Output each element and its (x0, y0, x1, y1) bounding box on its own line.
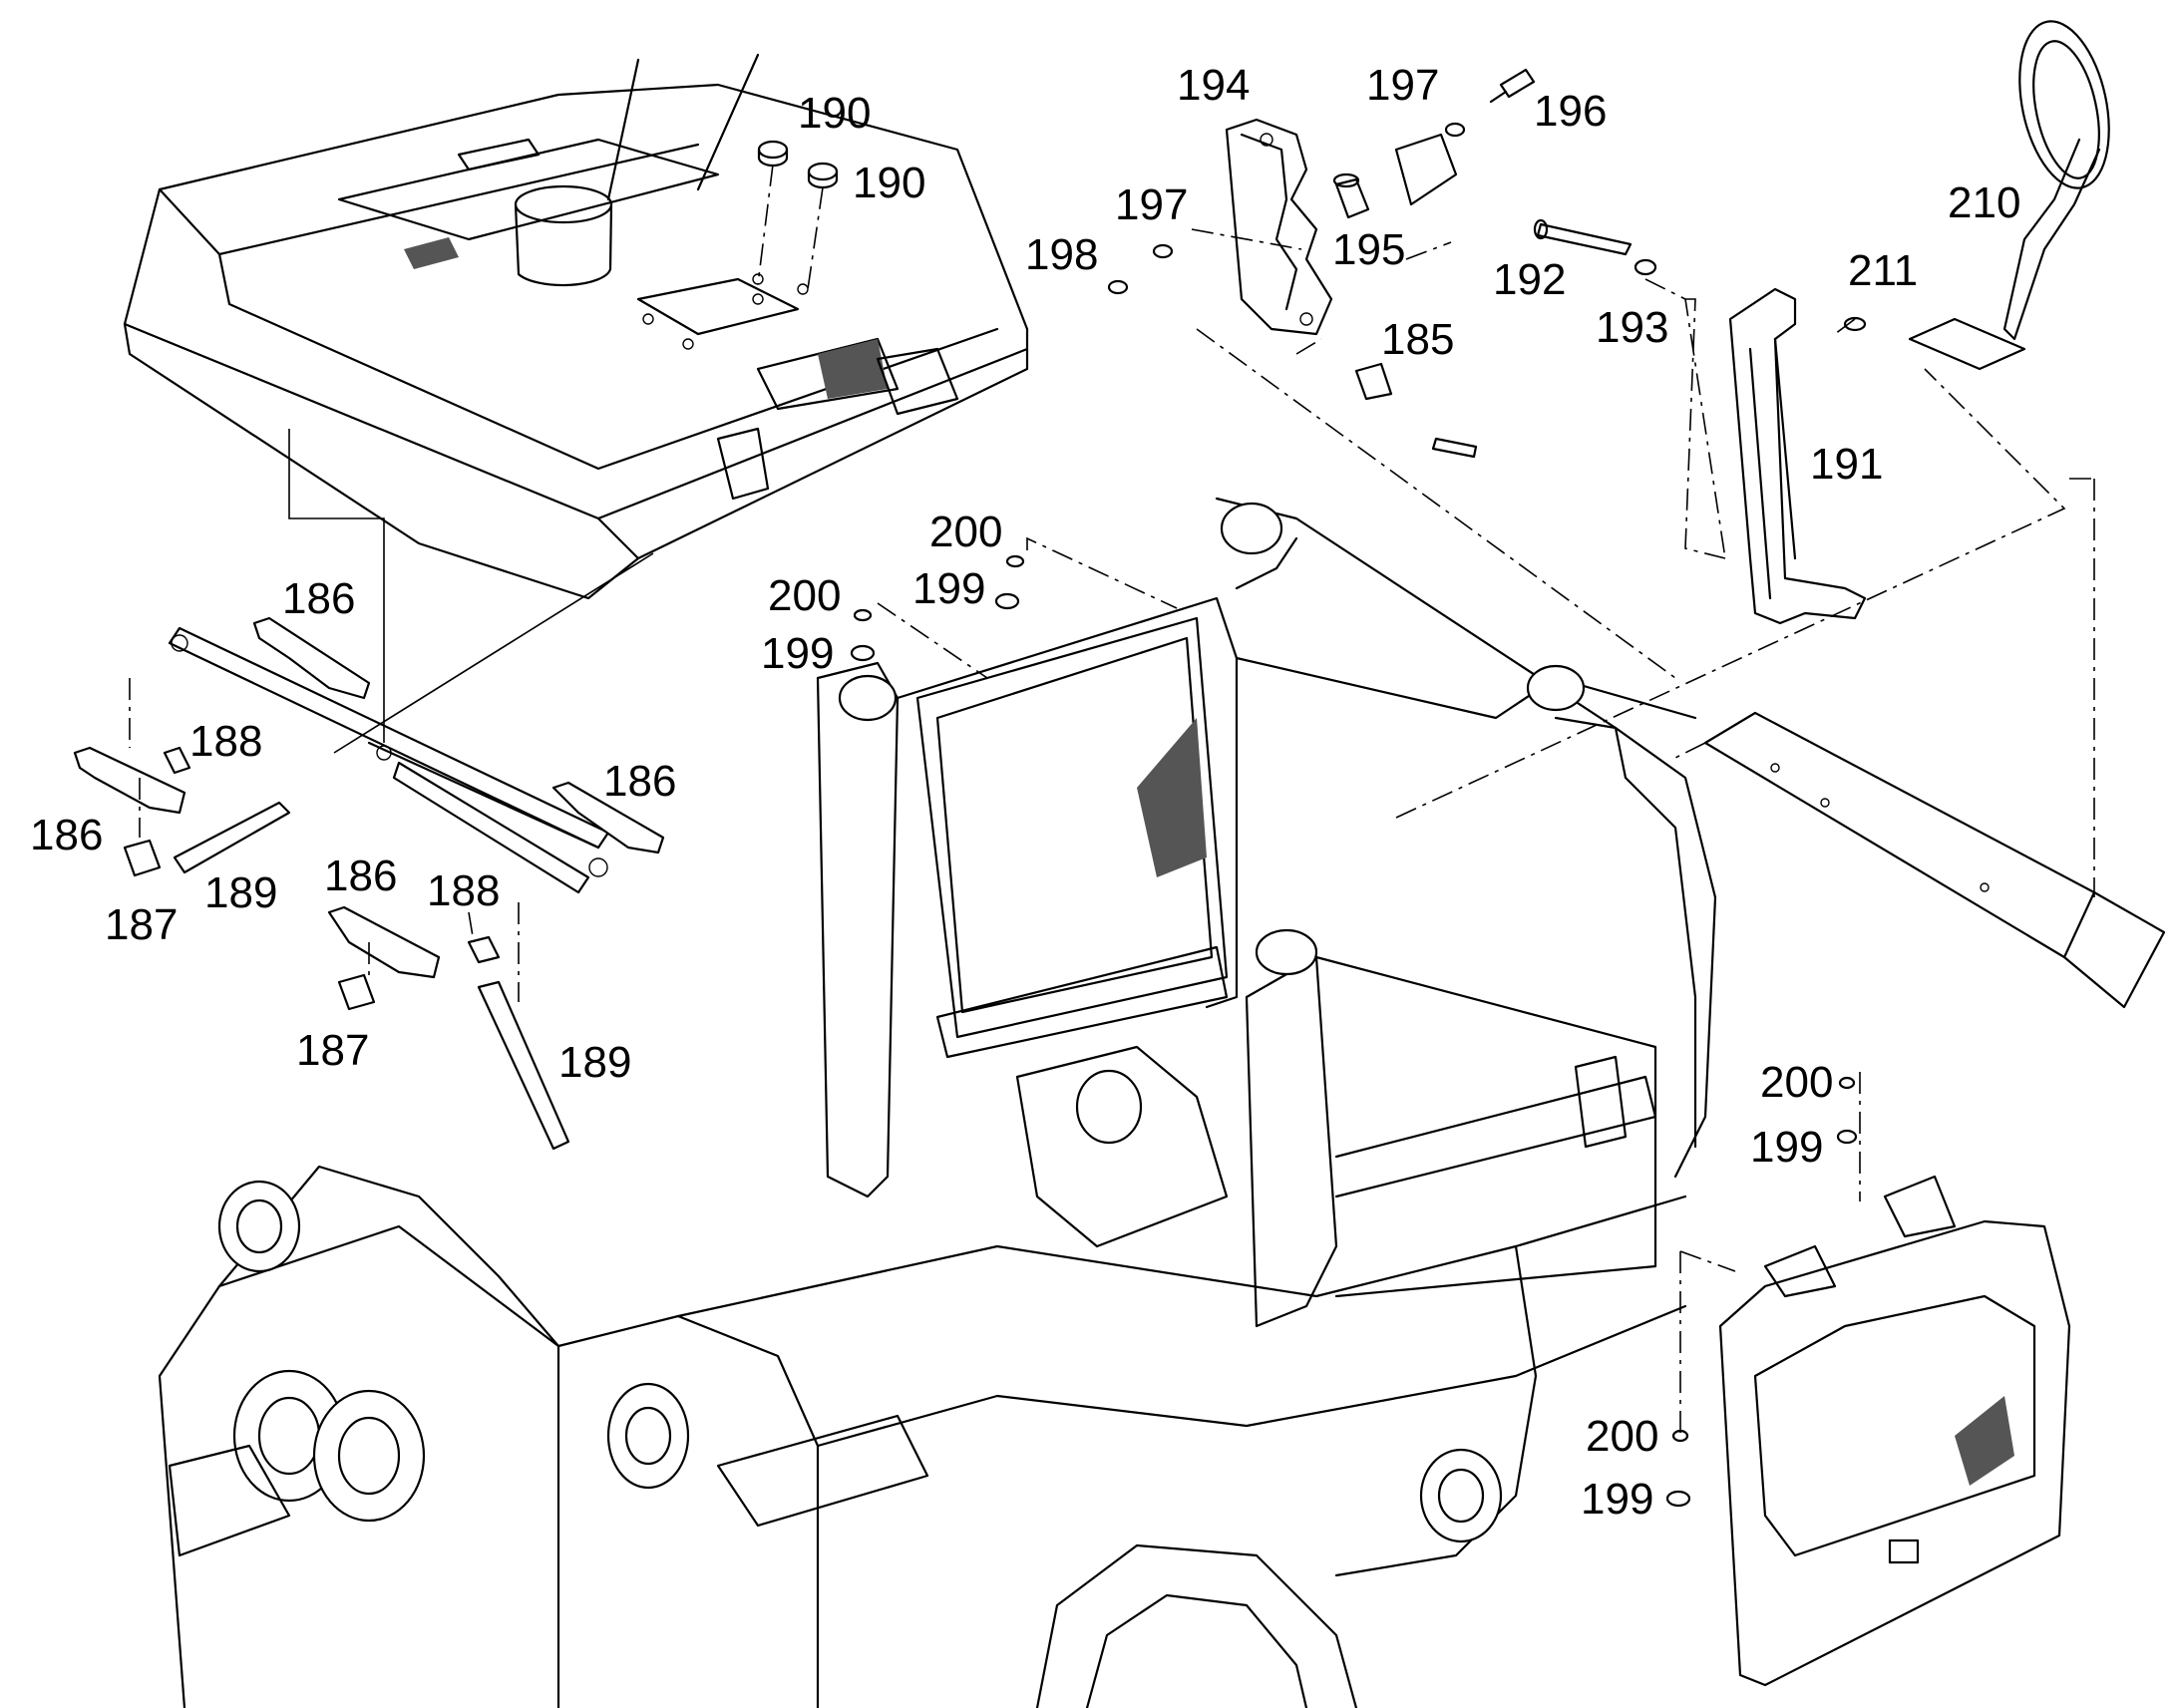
callout-199-b: 199 (761, 629, 834, 678)
hardware-199-200 (850, 554, 1858, 1508)
door-mesh (1955, 1396, 2014, 1486)
callout-194: 194 (1177, 61, 1250, 110)
callout-190-lower: 190 (853, 159, 925, 207)
callout-188-left: 188 (189, 717, 262, 766)
callout-200-d: 200 (1586, 1412, 1658, 1461)
callout-187-lower: 187 (296, 1026, 369, 1075)
bracket-194 (1225, 118, 1333, 336)
callout-191: 191 (1810, 440, 1883, 489)
leader-lines (129, 228, 2095, 1436)
callout-188-lower: 188 (427, 866, 500, 915)
callout-185: 185 (1381, 315, 1454, 364)
plates-186 (73, 616, 665, 979)
callout-199-c: 199 (1750, 1123, 1823, 1172)
callout-186-right: 186 (603, 757, 676, 806)
rear-window-mesh (1137, 718, 1207, 877)
callout-189-left: 189 (204, 868, 277, 917)
callout-186-lower: 186 (324, 852, 397, 900)
callout-197-lower: 197 (1115, 180, 1188, 229)
callout-199-d: 199 (1581, 1475, 1653, 1524)
vent-mesh-left (404, 237, 459, 269)
bolt-196 (1489, 68, 1536, 104)
callout-198: 198 (1025, 230, 1098, 279)
callout-196: 196 (1534, 87, 1607, 136)
callout-211: 211 (1848, 246, 1918, 295)
clips-187-188 (123, 746, 501, 1011)
callout-186-left: 186 (30, 811, 103, 859)
vent-mesh-right (818, 339, 888, 399)
cab-frame (816, 497, 1717, 1328)
spacer-185-and-bolt (1354, 362, 1478, 459)
cap-190-parts (757, 140, 839, 290)
callout-210: 210 (1948, 178, 2020, 227)
callout-192: 192 (1493, 255, 1566, 304)
callout-200-c: 200 (1760, 1058, 1833, 1107)
callout-190-upper: 190 (798, 89, 871, 138)
washers-197-198 (1107, 122, 1466, 295)
bolt-192-and-nut-193 (1533, 218, 1657, 276)
chassis (158, 1055, 1687, 1708)
callout-186-top: 186 (282, 574, 355, 623)
callout-187-left: 187 (105, 900, 178, 949)
callout-193: 193 (1596, 303, 1668, 352)
callout-200-a: 200 (929, 508, 1002, 556)
side-door-panel (1718, 1175, 2071, 1687)
spacer-195-and-plate (1332, 133, 1458, 219)
support-191 (1728, 287, 1867, 625)
callout-labels: 190 190 194 197 196 197 198 195 192 193 … (30, 61, 2020, 1524)
callout-200-b: 200 (768, 571, 841, 620)
callout-189-lower: 189 (558, 1038, 631, 1087)
handles-189 (173, 801, 570, 1151)
callout-199-a: 199 (912, 564, 985, 613)
top-cover-hood (123, 53, 1029, 600)
floor-plate (1703, 711, 2166, 1009)
callout-197-upper: 197 (1366, 61, 1439, 110)
mirror-210-and-washer-211 (1843, 20, 2110, 371)
callout-195: 195 (1332, 225, 1405, 274)
